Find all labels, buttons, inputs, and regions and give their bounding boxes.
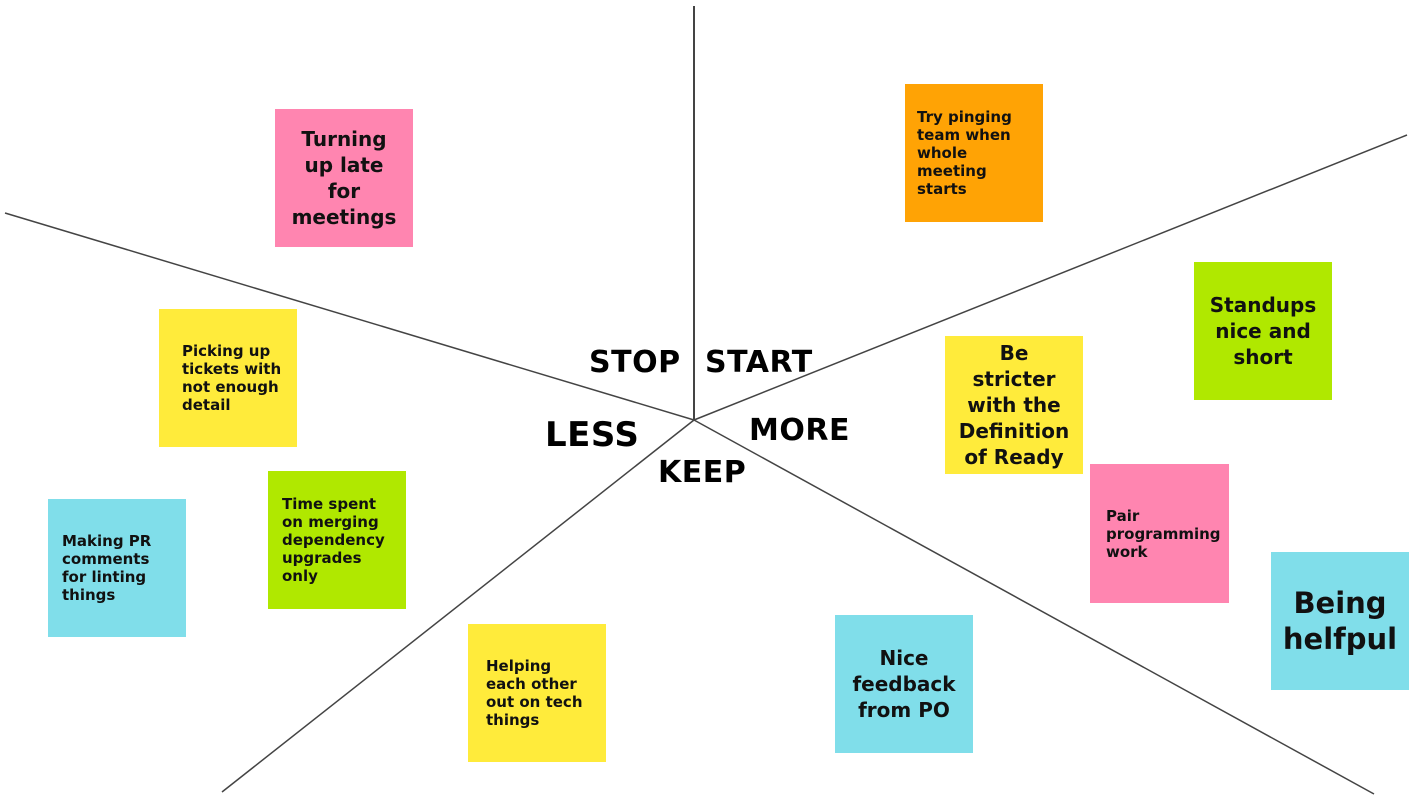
sticky-note-text: Standups nice and short: [1209, 293, 1317, 369]
divider-less-stop: [4, 212, 695, 421]
sticky-note-be-stricter[interactable]: Be stricter with the Definition of Ready: [945, 336, 1083, 474]
sticky-note-text: Try pinging team when whole meeting star…: [917, 108, 1012, 198]
sticky-note-turning-up-late[interactable]: Turning up late for meetings: [275, 109, 413, 247]
sticky-note-try-pinging[interactable]: Try pinging team when whole meeting star…: [905, 84, 1043, 222]
sticky-note-being-helpful[interactable]: Being helfpul: [1271, 552, 1409, 690]
section-label-less: LESS: [545, 415, 640, 455]
divider-more-keep: [693, 419, 1375, 795]
divider-keep-less: [221, 419, 695, 793]
sticky-note-text: Picking up tickets with not enough detai…: [182, 342, 282, 414]
sticky-note-text: Nice feedback from PO: [852, 646, 956, 722]
section-label-start: START: [705, 345, 813, 380]
sticky-note-helping-each-other[interactable]: Helping each other out on tech things: [468, 624, 606, 762]
sticky-note-making-pr-comments[interactable]: Making PR comments for linting things: [48, 499, 186, 637]
sticky-note-text: Making PR comments for linting things: [62, 532, 152, 604]
sticky-note-nice-feedback[interactable]: Nice feedback from PO: [835, 615, 973, 753]
sticky-note-pair-programming[interactable]: Pair programming work: [1090, 464, 1229, 603]
sticky-note-picking-up-tickets[interactable]: Picking up tickets with not enough detai…: [159, 309, 297, 447]
section-label-stop: STOP: [589, 345, 681, 380]
sticky-note-text: Time spent on merging dependency upgrade…: [282, 495, 385, 585]
sticky-note-standups[interactable]: Standups nice and short: [1194, 262, 1332, 400]
sticky-note-text: Being helfpul: [1282, 586, 1398, 656]
section-label-more: MORE: [749, 413, 850, 448]
divider-start-more: [693, 134, 1408, 421]
section-label-keep: KEEP: [658, 455, 747, 490]
sticky-note-text: Be stricter with the Definition of Ready: [958, 341, 1070, 469]
sticky-note-text: Pair programming work: [1106, 506, 1221, 561]
sticky-note-text: Turning up late for meetings: [291, 127, 397, 229]
sticky-note-time-spent-merging[interactable]: Time spent on merging dependency upgrade…: [268, 471, 406, 609]
sticky-note-text: Helping each other out on tech things: [486, 657, 583, 729]
